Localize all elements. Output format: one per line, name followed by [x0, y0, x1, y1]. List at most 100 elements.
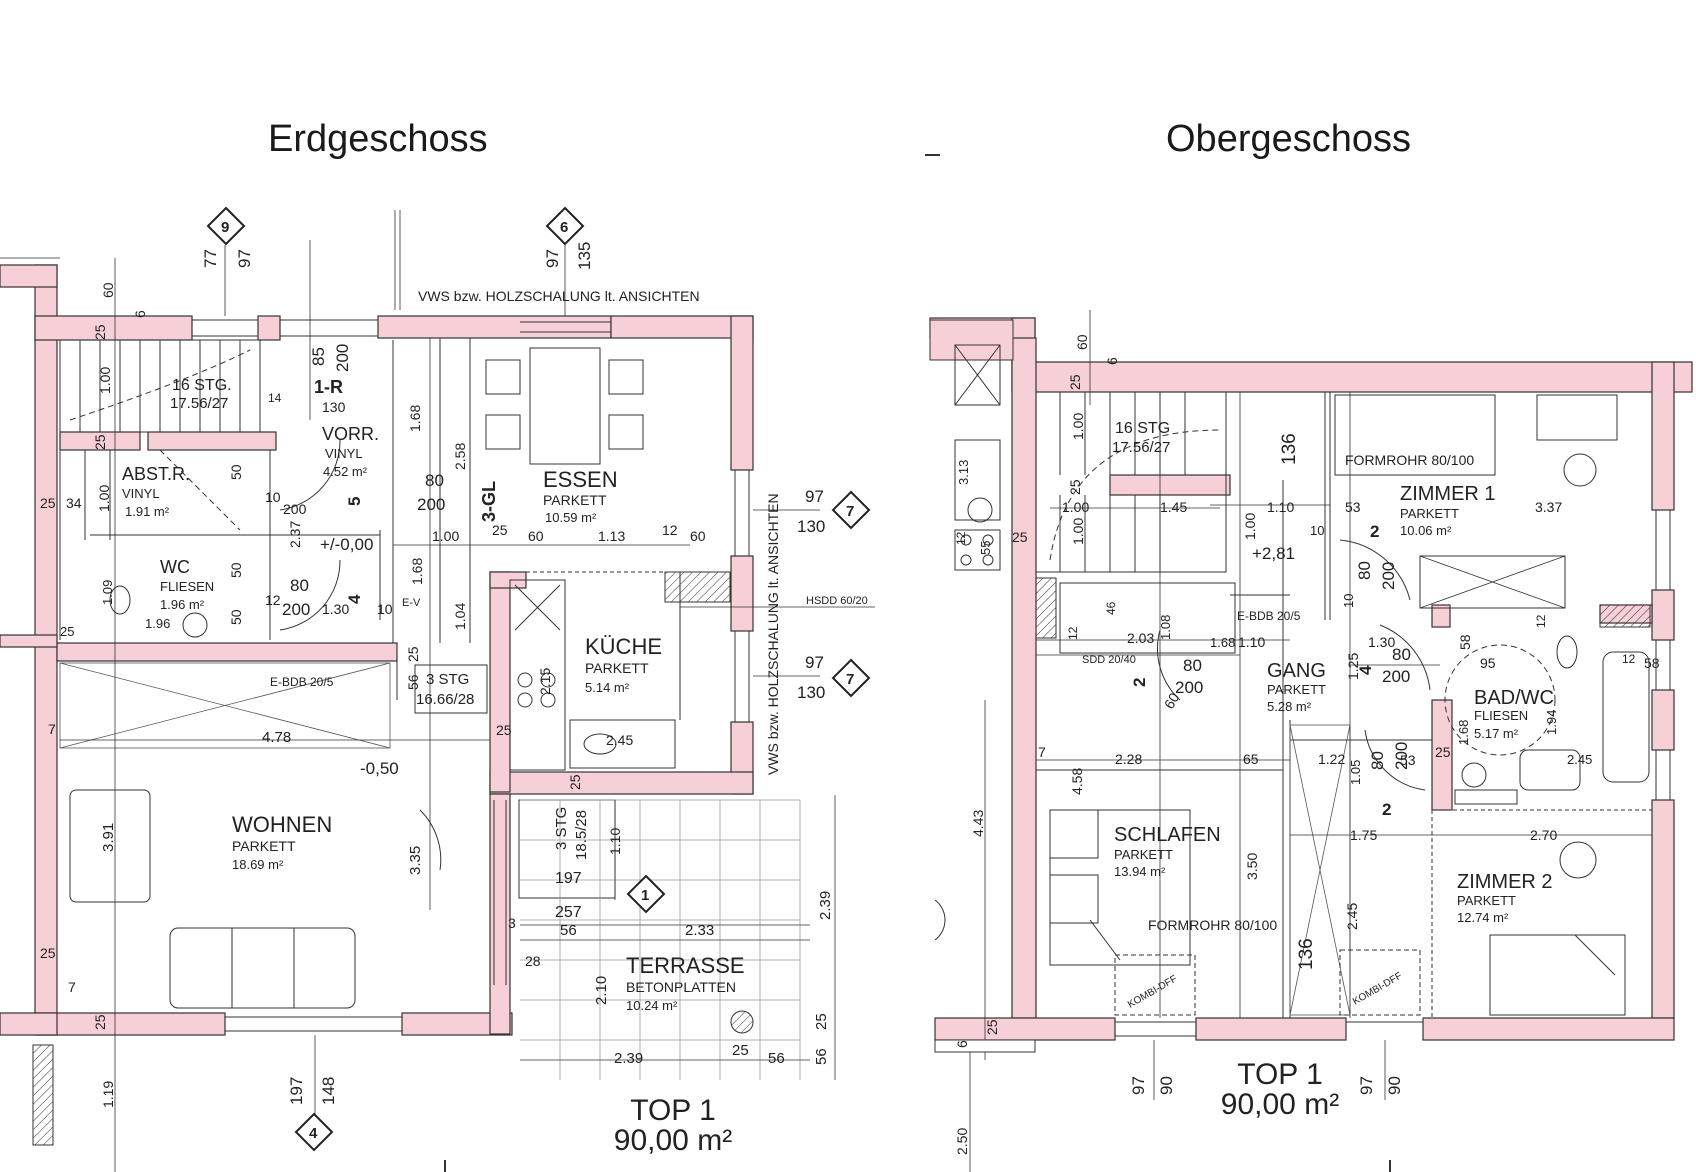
room-name: ZIMMER 2: [1457, 871, 1553, 893]
dim: 25: [1435, 744, 1451, 760]
dim: 60: [1074, 334, 1090, 350]
ev-note: E-V: [402, 597, 421, 609]
dim: 1.00: [96, 485, 112, 512]
facade-note: VWS bzw. HOLZSCHALUNG lt. ANSICHTEN: [765, 493, 781, 775]
dim: 60: [1161, 690, 1183, 712]
code-1r: 1-R: [314, 377, 343, 397]
dim: 2.50: [954, 1128, 970, 1155]
door-count: 2: [1382, 800, 1391, 819]
room-labels-upper: ZIMMER 1 PARKETT 10.06 m² GANG PARKETT 5…: [1114, 483, 1554, 925]
room-floor: FLIESEN: [1474, 708, 1528, 723]
dim: 3.35: [407, 846, 424, 875]
stair-ratio: 16.66/28: [416, 691, 474, 708]
level-note: +/-0,00: [320, 535, 373, 554]
top-area: 90,00 m²: [1220, 1088, 1340, 1121]
room-name: ZIMMER 1: [1400, 483, 1496, 505]
dim: 1.00: [1062, 499, 1089, 515]
dim: 12: [662, 522, 678, 538]
windows-ground: [192, 319, 750, 1032]
room-floor: PARKETT: [585, 660, 649, 676]
dim: 25: [492, 522, 508, 538]
dim: 1.68: [407, 405, 423, 432]
dim: 80: [425, 471, 444, 490]
section-markers-ground: [206, 206, 871, 1152]
dim: 25: [92, 324, 108, 340]
dim: 55: [978, 541, 993, 555]
marker-label: 1: [641, 887, 649, 904]
dim: 10: [377, 601, 393, 617]
dim: 257: [555, 904, 582, 921]
dim: 25: [40, 495, 56, 511]
dim: 80: [290, 576, 309, 595]
room-area: 5.17 m²: [1474, 726, 1519, 741]
dim: 53: [1345, 499, 1361, 515]
wc-sink: [182, 612, 208, 638]
dim: 97: [1129, 1076, 1148, 1095]
room-floor: PARKETT: [232, 838, 296, 854]
dim: 200: [1379, 562, 1398, 590]
level-note: -0,50: [360, 759, 399, 778]
door-count: 2: [1370, 522, 1379, 541]
dim: 1.22: [1318, 751, 1345, 767]
dim: 1.05: [1348, 760, 1363, 785]
room-floor: PARKETT: [1457, 893, 1516, 908]
stair-ratio: 17.56/27: [170, 395, 228, 412]
dim: 1.00: [1070, 413, 1086, 440]
dim: 1.00: [432, 528, 459, 544]
marker-label: 6: [560, 219, 568, 236]
dim: 1.09: [100, 580, 115, 605]
dim: 28: [525, 953, 541, 969]
dim: 97: [805, 653, 824, 672]
dim: 25: [732, 1042, 749, 1059]
dim-lines-ground: [0, 210, 875, 1172]
top-name: TOP 1: [1237, 1058, 1323, 1091]
top-name: TOP 1: [630, 1094, 716, 1127]
dim: 197: [287, 1077, 306, 1105]
dim: 2.45: [606, 732, 633, 748]
dim: 200: [283, 501, 307, 517]
dim: 1.30: [322, 601, 349, 617]
dim: 60: [528, 528, 544, 544]
doors-ground: [279, 439, 442, 871]
room-name: KÜCHE: [585, 634, 662, 659]
dim: 56: [560, 922, 577, 939]
dim: 1.04: [452, 603, 468, 630]
marker-9: [206, 206, 246, 246]
dim: 1.68: [409, 558, 425, 585]
edbb-note: E-BDB 20/5: [1237, 609, 1301, 623]
sdd-note: SDD 20/40: [1082, 654, 1136, 666]
sofa: [69, 789, 356, 1009]
dim: 6: [1104, 357, 1120, 365]
dim: 97: [235, 249, 254, 268]
room-area: 10.06 m²: [1400, 523, 1452, 538]
stair-ratio: 18.5/28: [573, 810, 590, 860]
dim: 10: [1341, 594, 1356, 608]
dim: 80: [1368, 751, 1387, 770]
dim: 80: [1183, 656, 1202, 675]
kombi-box-b: [1339, 949, 1421, 1016]
room-floor: FLIESEN: [160, 579, 214, 594]
door-count: 4: [1356, 665, 1375, 675]
room-name: WC: [160, 557, 190, 577]
dim: 97: [543, 249, 562, 268]
dim: 95: [1480, 655, 1496, 671]
dim: 34: [66, 495, 82, 511]
formrohr-note: FORMROHR 80/100: [1345, 452, 1474, 468]
room-floor: PARKETT: [1114, 847, 1173, 862]
dim: 10: [265, 489, 281, 505]
dim: 200: [417, 495, 445, 514]
dim: 2.45: [1344, 903, 1360, 930]
dim: 2.33: [685, 922, 714, 939]
dim: 25: [567, 774, 583, 790]
dim: 25: [92, 434, 108, 450]
facade-note: VWS bzw. HOLZSCHALUNG lt. ANSICHTEN: [418, 288, 700, 304]
ground-floor-title: Erdgeschoss: [268, 118, 488, 160]
room-floor: BETONPLATTEN: [626, 979, 736, 995]
dim: 197: [555, 870, 582, 887]
main-stair-ground: [59, 339, 261, 540]
door-count: 4: [345, 594, 364, 604]
stair-ratio: 17.56/27: [1112, 439, 1170, 456]
top-area: 90,00 m²: [613, 1124, 733, 1157]
dim: 4.58: [1069, 768, 1085, 795]
dim: 3.50: [1244, 853, 1260, 880]
